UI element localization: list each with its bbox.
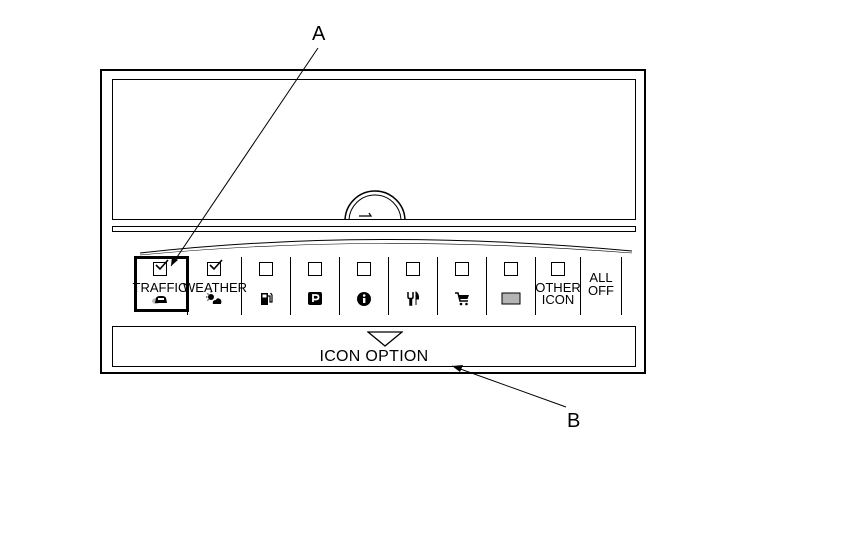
map-area	[112, 79, 636, 220]
icon-divider	[339, 257, 340, 315]
icon-label: WEATHER	[183, 280, 248, 295]
icon-divider	[241, 257, 242, 315]
gas-station-icon	[261, 292, 273, 305]
triangle-down-icon	[367, 331, 403, 347]
map-bottom-border	[112, 226, 636, 232]
icon-label: TRAFFIC	[132, 280, 188, 295]
checkbox[interactable]	[455, 262, 469, 276]
icon-toggle-custom[interactable]	[488, 257, 534, 315]
icon-divider	[388, 257, 389, 315]
icon-category-bar: TRAFFIC WEATHER	[133, 257, 622, 315]
icon-divider	[535, 257, 536, 315]
restaurant-icon	[407, 291, 420, 306]
checkbox[interactable]	[551, 262, 565, 276]
shopping-cart-icon	[455, 292, 469, 306]
navigation-screen: TRAFFIC WEATHER	[100, 69, 646, 374]
icon-label: OTHER	[535, 280, 581, 295]
callout-a: A	[312, 23, 326, 45]
gray-box-icon	[501, 292, 521, 305]
checkbox[interactable]	[207, 259, 223, 276]
icon-toggle-weather[interactable]: WEATHER	[183, 257, 247, 315]
icon-divider	[621, 257, 622, 315]
all-off-label: ALL OFF	[588, 270, 614, 298]
icon-toggle-other[interactable]: OTHER ICON	[535, 257, 581, 315]
checkbox[interactable]	[308, 262, 322, 276]
traffic-car-icon	[152, 296, 167, 304]
icon-option-label: ICON OPTION	[319, 348, 429, 365]
icon-toggle-shopping[interactable]	[439, 257, 485, 315]
vehicle-position-icon	[344, 190, 406, 219]
icon-divider	[437, 257, 438, 315]
parking-icon	[308, 292, 322, 305]
checkbox[interactable]	[504, 262, 518, 276]
callout-b: B	[567, 410, 581, 432]
icon-divider	[290, 257, 291, 315]
checkbox[interactable]	[153, 259, 169, 276]
checkbox[interactable]	[357, 262, 371, 276]
icon-toggle-traffic[interactable]: TRAFFIC	[133, 257, 187, 315]
all-off-button[interactable]: ALL OFF	[582, 257, 620, 315]
icon-label-line2: ICON	[541, 292, 575, 307]
info-icon	[357, 292, 371, 306]
icon-toggle-info[interactable]	[341, 257, 387, 315]
checkbox[interactable]	[406, 262, 420, 276]
weather-sun-cloud-icon	[206, 291, 222, 304]
icon-option-button[interactable]: ICON OPTION	[112, 326, 636, 367]
icon-toggle-parking[interactable]	[292, 257, 338, 315]
icon-toggle-gas-station[interactable]	[243, 257, 289, 315]
icon-divider	[486, 257, 487, 315]
icon-toggle-restaurant[interactable]	[390, 257, 436, 315]
icon-divider	[580, 257, 581, 315]
checkbox[interactable]	[259, 262, 273, 276]
